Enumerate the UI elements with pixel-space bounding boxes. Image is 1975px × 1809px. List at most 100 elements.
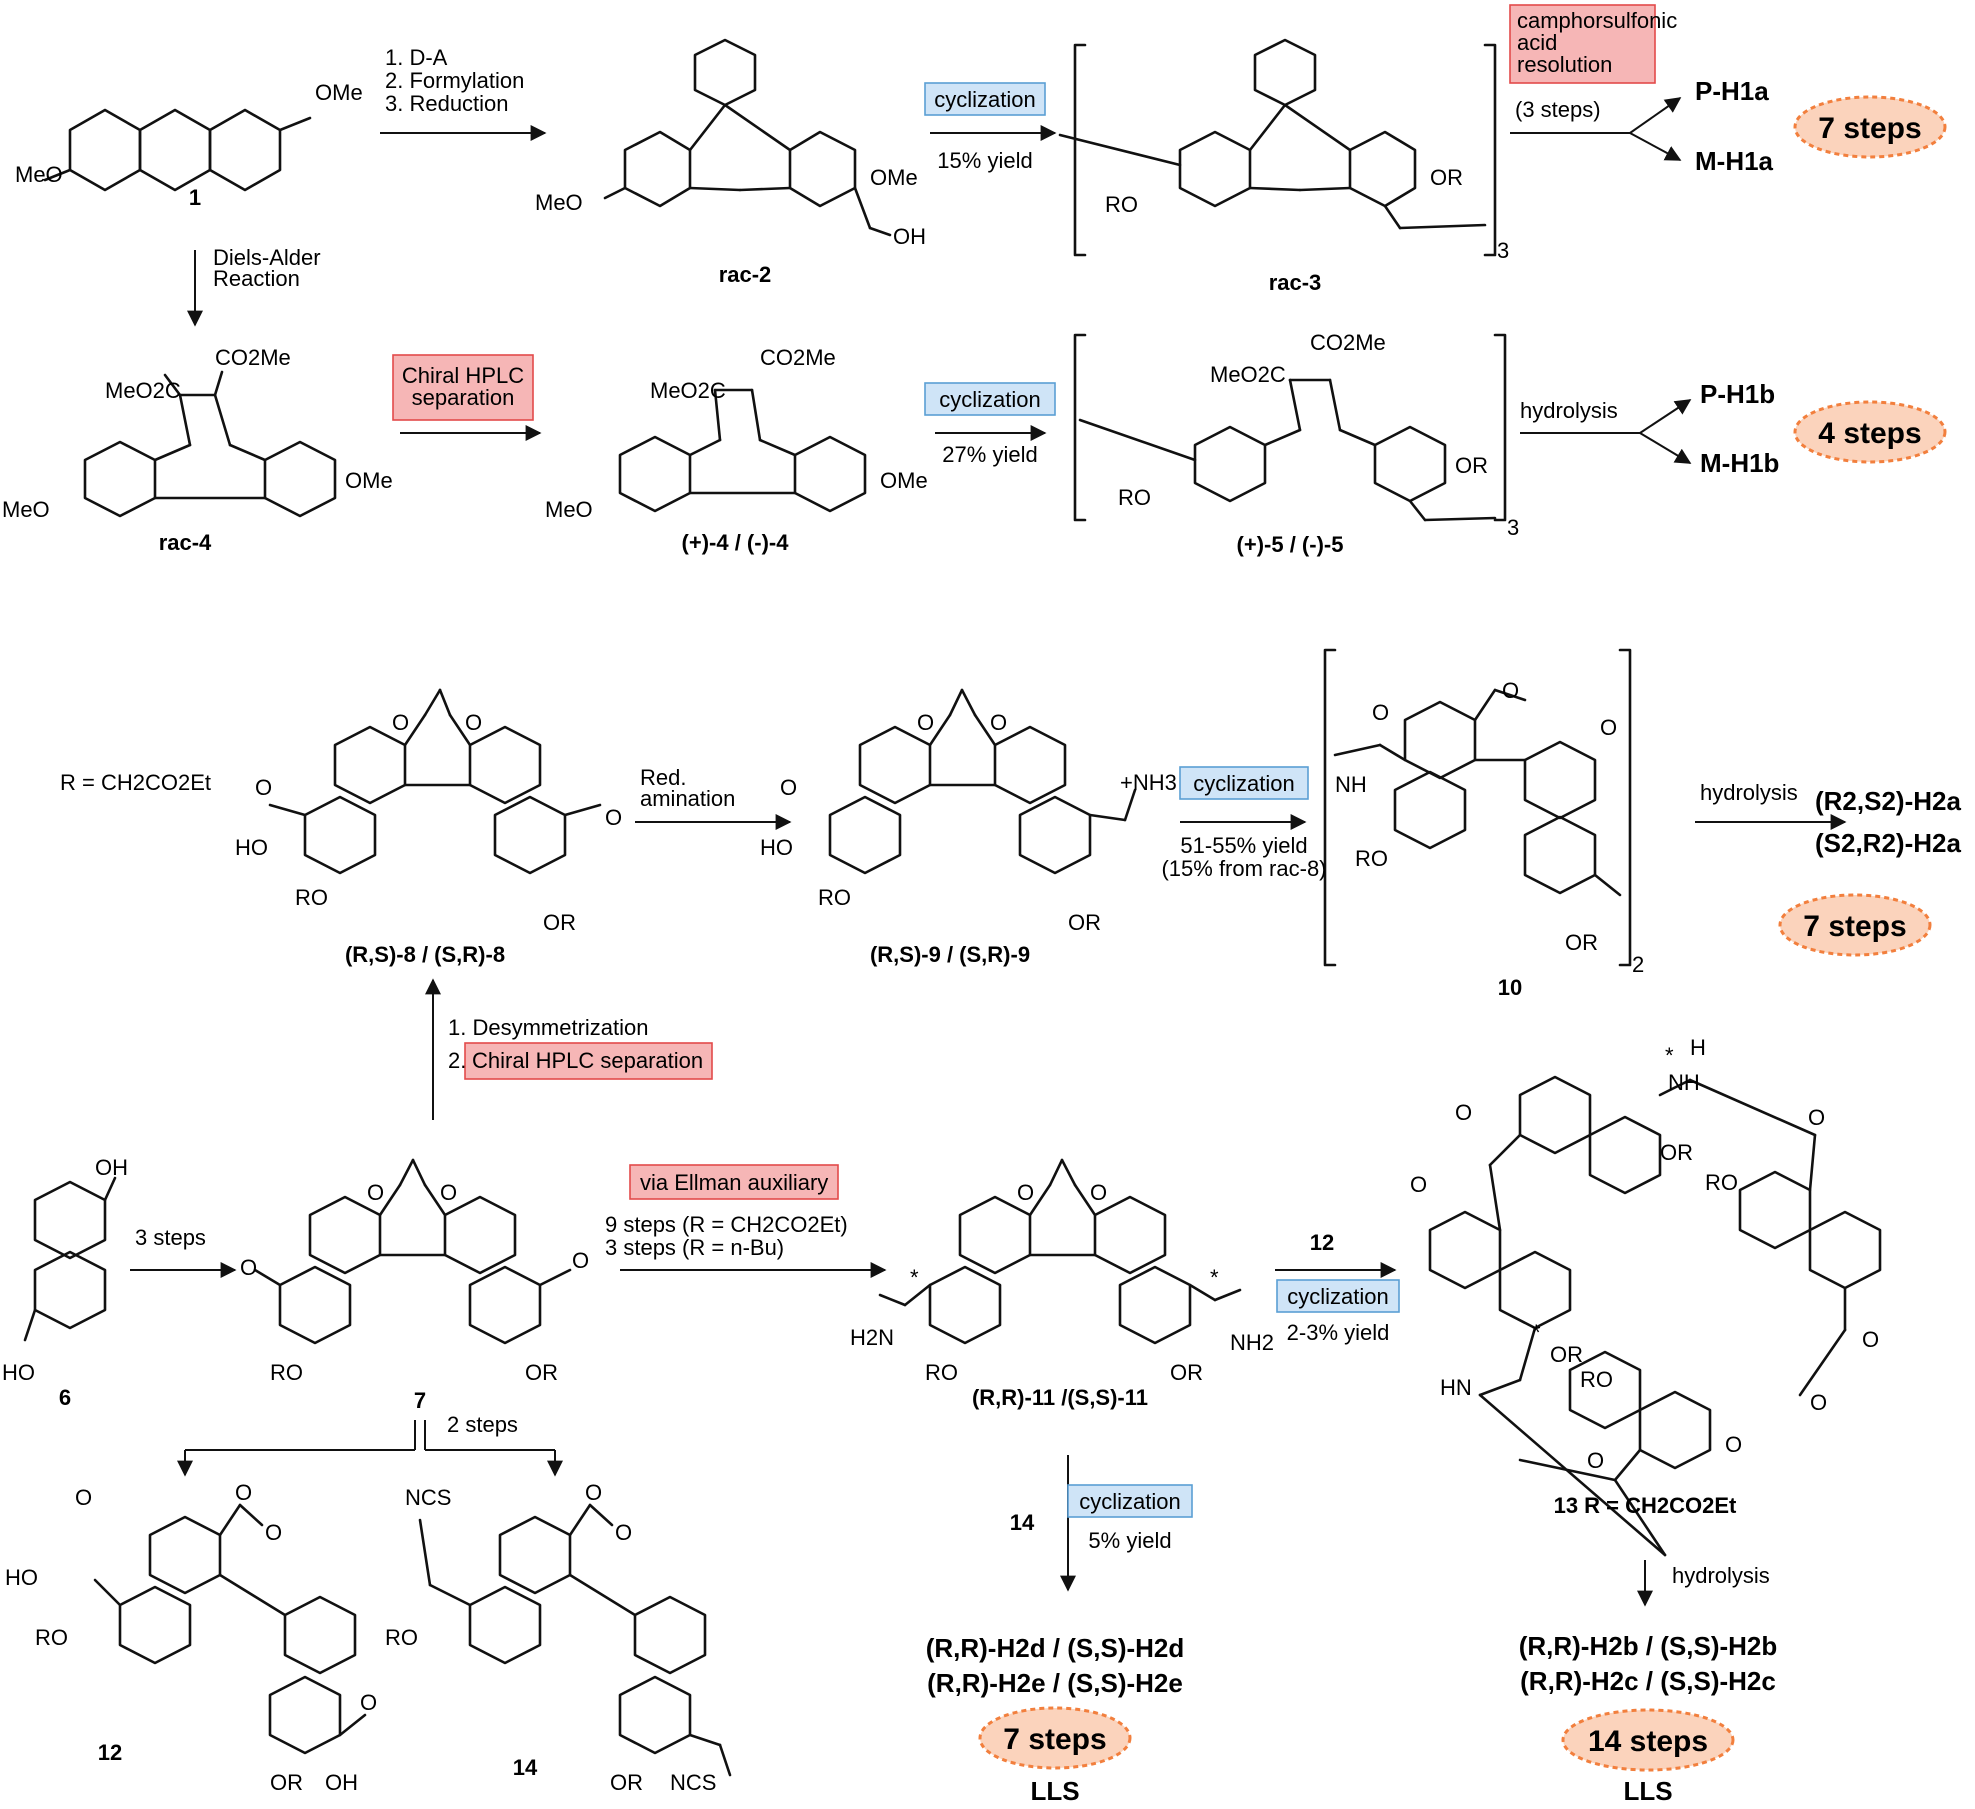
sub-ro-7: RO [270, 1360, 303, 1385]
cond-da-2: 2. Formylation [385, 68, 524, 93]
sub-or-10: OR [1565, 930, 1598, 955]
product-h2b: (R,R)-H2b / (S,S)-H2b [1519, 1631, 1778, 1661]
label-6: 6 [59, 1385, 71, 1410]
cond-cyclization-4: cyclization [1287, 1284, 1388, 1309]
sub-n-13: NH [1668, 1070, 1700, 1095]
product-h2a-2: (S2,R2)-H2a [1815, 828, 1961, 858]
steps-text-4: 4 steps [1818, 417, 1921, 450]
structure-rs-8 [268, 688, 602, 875]
sub-ro-11: RO [925, 1360, 958, 1385]
sub-o-10b: O [1502, 678, 1519, 703]
chiral-hplc-box-2 [464, 1042, 713, 1080]
sub-ro-3: RO [1105, 192, 1138, 217]
steps-text-14: 14 steps [1588, 1725, 1708, 1758]
structure-13 [1428, 1075, 1882, 1557]
sub-or-13b: OR [1550, 1342, 1583, 1367]
sub-ncs-14a: NCS [405, 1485, 451, 1510]
sub-hn-13: HN [1440, 1375, 1472, 1400]
product-p-h1b: P-H1b [1700, 379, 1775, 409]
sub-oh-6: OH [95, 1155, 128, 1180]
sub-2-10: 2 [1632, 952, 1644, 977]
steps-badge-14 [1561, 1708, 1735, 1772]
reagent-14: 14 [1010, 1510, 1035, 1535]
cond-da-1: 1. D-A [385, 45, 448, 70]
sub-or-9: OR [1068, 910, 1101, 935]
steps-badge-4 [1793, 400, 1947, 464]
cond-2-steps: 2 steps [447, 1412, 518, 1437]
structure-rac-4 [83, 370, 337, 518]
chiral-hplc-box-1 [392, 354, 534, 421]
sub-or-8: OR [543, 910, 576, 935]
sub-o-14b: O [615, 1520, 632, 1545]
steps-badge-7a [1793, 95, 1947, 159]
cond-camphor-1: camphorsulfonic [1517, 8, 1677, 33]
camphor-box [1509, 4, 1656, 84]
structure-pm-4 [618, 388, 867, 513]
sub-o-13f: O [1725, 1432, 1742, 1457]
sub-or-14: OR [610, 1770, 643, 1795]
label-rac-2: rac-2 [719, 262, 772, 287]
sub-star-11b: * [1210, 1265, 1219, 1290]
sub-ro-9: RO [818, 885, 851, 910]
sub-o-14a: O [585, 1480, 602, 1505]
structure-7 [253, 1158, 572, 1345]
reagent-12: 12 [1310, 1230, 1334, 1255]
cond-yield-5: 5% yield [1088, 1528, 1171, 1553]
sub-o-12a: O [75, 1485, 92, 1510]
sub-o-12d: O [360, 1690, 377, 1715]
reaction-arrows [130, 97, 1847, 1607]
cond-yield-51-note: (15% from rac-8) [1161, 856, 1326, 881]
sub-o-7d: O [572, 1248, 589, 1273]
structure-rac-2 [603, 38, 892, 237]
product-h2c: (R,R)-H2c / (S,S)-H2c [1520, 1666, 1776, 1696]
label-compound-1: 1 [189, 185, 201, 210]
sub-h-13: H [1690, 1035, 1706, 1060]
sub-ome-2: OMe [870, 165, 918, 190]
sub-ro-12: RO [35, 1625, 68, 1650]
sub-or-12: OR [270, 1770, 303, 1795]
sub-oh-12: OH [325, 1770, 358, 1795]
cond-chiral-hplc-2: Chiral HPLC separation [472, 1048, 703, 1073]
cyclization-box-3 [1179, 766, 1309, 800]
cond-yield-15: 15% yield [937, 148, 1032, 173]
cond-cyclization-3: cyclization [1193, 771, 1294, 796]
sub-ro-13a: RO [1705, 1170, 1738, 1195]
sub-or-11: OR [1170, 1360, 1203, 1385]
cond-ellman: via Ellman auxiliary [640, 1170, 828, 1195]
sub-co2me-pm5: CO2Me [1310, 330, 1386, 355]
cond-cyclization-1: cyclization [934, 87, 1035, 112]
sub-or-7: OR [525, 1360, 558, 1385]
cyclization-box-1 [924, 82, 1046, 116]
structure-12 [93, 1503, 367, 1755]
sub-o-9c: O [780, 775, 797, 800]
product-h2d: (R,R)-H2d / (S,S)-H2d [926, 1633, 1185, 1663]
r-definition: R = CH2CO2Et [60, 770, 211, 795]
cond-camphor-3: resolution [1517, 52, 1612, 77]
structure-rs-9 [828, 688, 1137, 875]
label-rac-3: rac-3 [1269, 270, 1322, 295]
sub-star-13a: * [1665, 1043, 1674, 1068]
sub-nh3-9: +NH3 [1120, 770, 1177, 795]
sub-ome-pm4: OMe [880, 468, 928, 493]
label-10: 10 [1498, 975, 1522, 1000]
sub-o-11b: O [1090, 1180, 1107, 1205]
sub-o-8a: O [392, 710, 409, 735]
cond-desymmetrization: 1. Desymmetrization [448, 1015, 649, 1040]
label-14: 14 [513, 1755, 538, 1780]
cyclization-box-4 [1276, 1279, 1400, 1313]
lls-label-2: LLS [1623, 1776, 1672, 1806]
cond-chiral-hplc-2-num: 2. [448, 1048, 466, 1073]
steps-badge-7b [1778, 893, 1932, 957]
structure-rr-11 [878, 1158, 1242, 1345]
sub-star-11a: * [910, 1265, 919, 1290]
product-h2e: (R,R)-H2e / (S,S)-H2e [927, 1668, 1183, 1698]
product-m-h1b: M-H1b [1700, 448, 1779, 478]
sub-o-13b: O [1455, 1100, 1472, 1125]
cond-3-steps-paren: (3 steps) [1515, 97, 1601, 122]
label-12: 12 [98, 1740, 122, 1765]
sub-ome-1: OMe [315, 80, 363, 105]
sub-ro-13b: RO [1580, 1367, 1613, 1392]
cond-yield-51: 51-55% yield [1180, 833, 1307, 858]
structure-14 [418, 1503, 732, 1777]
